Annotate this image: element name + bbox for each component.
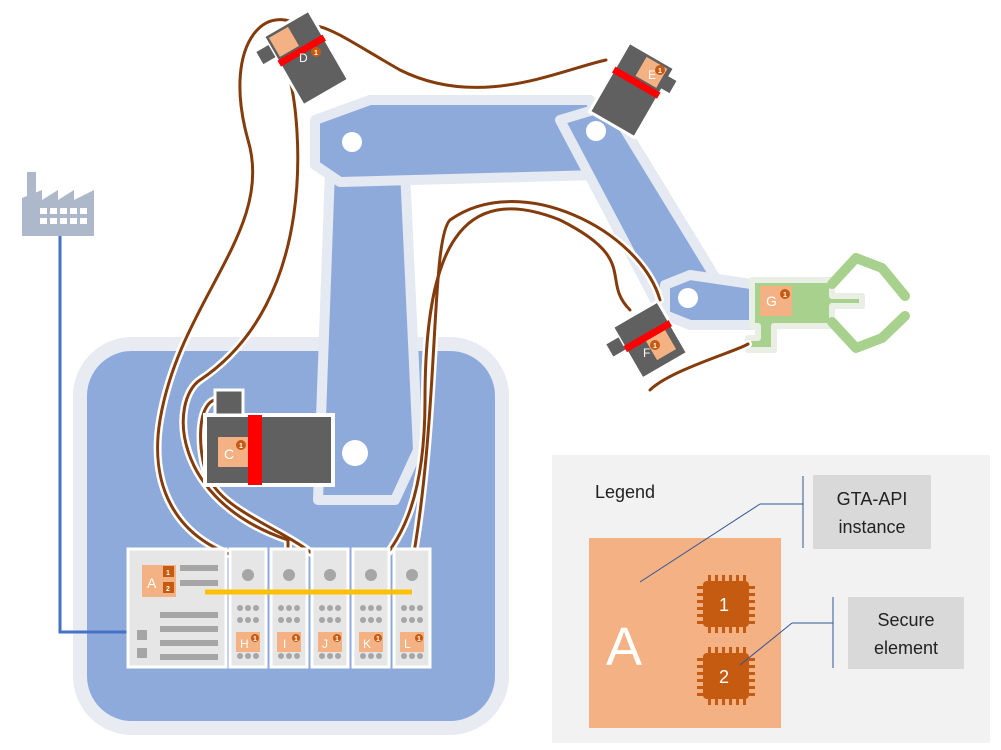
node-h-label: H [240,637,249,651]
legend-title: Legend [595,482,655,502]
node-l-chip: 1 [417,636,421,643]
gta-api-line2: instance [838,517,905,537]
legend-chip-1-label: 1 [719,595,729,615]
io-module-i [269,547,309,669]
actuator-d [256,8,351,108]
node-d-label: D [299,51,308,65]
node-g-label: G [766,293,777,309]
node-d-chip: 1 [314,50,318,57]
node-j-label: J [322,637,328,651]
node-l-label: L [404,637,411,651]
node-f-label: F [643,346,650,360]
node-i-chip: 1 [294,636,298,643]
node-h-chip: 1 [253,636,257,643]
gta-api-line1: GTA-API [837,489,908,509]
node-a-chip-1-label: 1 [166,570,170,577]
io-module-l [392,547,432,669]
node-k-chip: 1 [376,636,380,643]
node-e-chip: 1 [658,68,662,75]
node-i-label: I [283,637,286,651]
secure-element-callout [848,597,964,669]
robot-arm [310,95,763,505]
actuator-f [606,298,690,382]
node-a-label: A [147,575,157,591]
node-e-label: E [648,68,656,82]
io-module-j [310,547,350,669]
legend-chip-2-label: 2 [719,667,729,687]
legend-chip-2 [697,647,755,705]
legend-chip-1 [697,575,755,633]
node-j-chip: 1 [335,636,339,643]
legend-example-node [589,538,781,728]
secure-element-line1: Secure [877,610,934,630]
factory-icon [22,172,94,236]
network-cable [58,236,145,634]
node-c-label: C [224,446,234,462]
actuator-e [587,40,677,140]
io-modules [228,547,432,669]
node-a-chip-1 [163,566,174,577]
gta-api-callout [813,475,931,549]
node-a-chip-2 [163,582,174,593]
legend: Legend A 1 2 [552,455,990,743]
legend-example-label: A [606,617,642,677]
io-module-k [351,547,391,669]
node-k-label: K [363,637,371,651]
node-f-chip: 1 [653,343,657,350]
io-module-h [228,547,268,669]
controller-a [126,547,228,669]
node-a-chip-2-label: 2 [166,586,170,593]
secure-element-line2: element [874,638,938,658]
node-c-chip: 1 [239,443,243,450]
node-g-chip: 1 [783,292,787,299]
